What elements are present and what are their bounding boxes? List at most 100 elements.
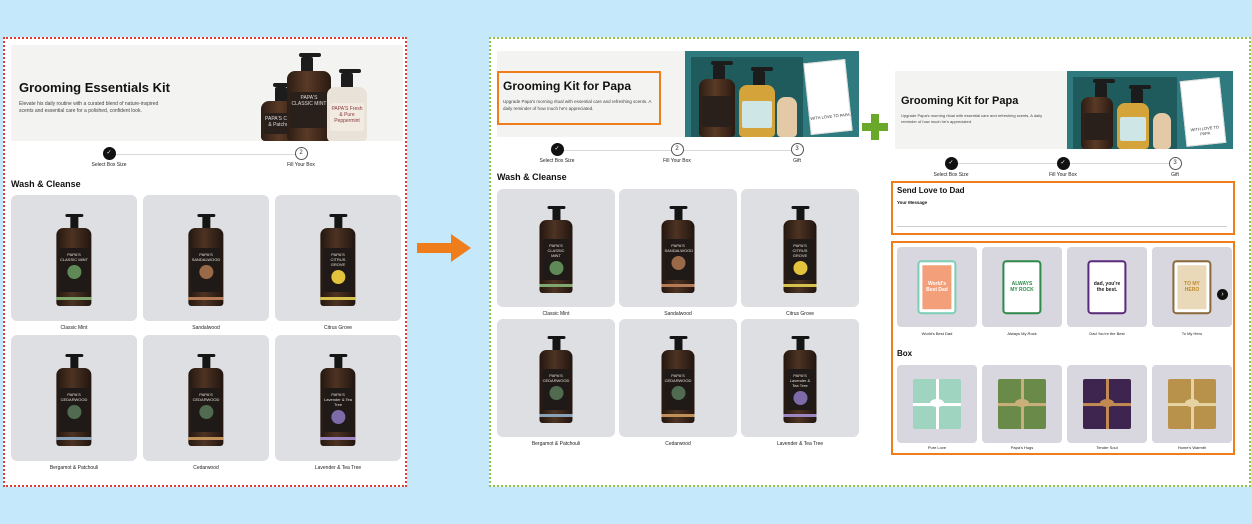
arrow-right-icon: [417, 234, 471, 262]
product-image: PAPA'S CEDARWOOD: [497, 319, 615, 437]
page-title: Grooming Kit for Papa: [503, 79, 632, 93]
page-description: Elevate his daily routine with a curated…: [19, 101, 159, 114]
hero-bottle: PAPA'S Fresh & Pure Peppermint: [327, 69, 367, 141]
greeting-card-art: ALWAYS MY ROCK: [1002, 260, 1042, 314]
product-card[interactable]: PAPA'S CITRUS GROVE Citrus Grove: [741, 189, 859, 317]
product-image: PAPA'S CEDARWOOD: [619, 319, 737, 437]
box-option[interactable]: [1152, 365, 1232, 443]
title-highlight: [497, 71, 661, 125]
after-panel: Grooming Kit for Papa Upgrade Papa's mor…: [489, 37, 1251, 487]
greeting-card-option[interactable]: TO MY HERO: [1152, 247, 1232, 327]
page-description: Upgrade Papa's morning ritual with essen…: [503, 99, 652, 111]
next-arrow-button[interactable]: ›: [1217, 289, 1228, 300]
product-image: PAPA'S Lavender & Tea Tree: [275, 335, 401, 461]
product-name: Bergamot & Patchouli: [49, 465, 99, 471]
box-option[interactable]: [982, 365, 1062, 443]
step-select-box-size[interactable]: ✓Select Box Size: [527, 143, 587, 164]
box-option[interactable]: [897, 365, 977, 443]
plus-icon: [862, 114, 888, 140]
box-section-title: Box: [897, 349, 913, 358]
greeting-card-name: To My Hero: [1181, 331, 1203, 336]
hero-banner: Grooming Kit for Papa Upgrade Papa's mor…: [895, 71, 1233, 149]
greeting-card-name: Always My Rock: [1007, 331, 1037, 336]
product-card[interactable]: PAPA'S CLASSIC MINT Classic Mint: [11, 195, 137, 331]
product-image: PAPA'S CEDARWOOD: [143, 335, 269, 461]
product-image: PAPA'S CLASSIC MINT: [11, 195, 137, 321]
before-panel: Grooming Essentials Kit Elevate his dail…: [3, 37, 407, 487]
product-card[interactable]: PAPA'S CLASSIC MINT Classic Mint: [497, 189, 615, 317]
gift-box-icon: [1083, 379, 1131, 429]
greeting-card-option[interactable]: World's Best Dad: [897, 247, 977, 327]
hero-banner: Grooming Essentials Kit Elevate his dail…: [11, 45, 403, 141]
check-icon: ✓: [1056, 157, 1070, 170]
gift-box-icon: [913, 379, 961, 429]
product-name: Citrus Grove: [323, 325, 353, 331]
product-name: Citrus Grove: [785, 311, 815, 317]
product-card[interactable]: PAPA'S CEDARWOOD Cedarwood: [619, 319, 737, 447]
greeting-card-name: World's Best Dad: [921, 331, 953, 336]
page-title: Grooming Kit for Papa: [901, 95, 1019, 107]
product-name: Bergamot & Patchouli: [531, 441, 581, 447]
box-name: Home's Warmth: [1177, 445, 1207, 450]
message-label: Your Message: [897, 200, 928, 205]
page-description: Upgrade Papa's morning ritual with essen…: [901, 113, 1043, 124]
gift-box-image: WITH LOVE TO PAPA: [685, 51, 859, 137]
product-card[interactable]: PAPA'S CEDARWOOD Cedarwood: [143, 335, 269, 471]
message-input[interactable]: [897, 207, 1227, 227]
step-fill-your-box[interactable]: ✓Fill Your Box: [1033, 157, 1093, 178]
step-select-box-size[interactable]: ✓Select Box Size: [921, 157, 981, 178]
section-title: Wash & Cleanse: [11, 179, 81, 189]
greeting-card-option[interactable]: ALWAYS MY ROCK: [982, 247, 1062, 327]
hero-banner: Grooming Kit for Papa Upgrade Papa's mor…: [497, 51, 859, 137]
product-name: Sandalwood: [664, 311, 692, 317]
check-icon: ✓: [102, 147, 116, 160]
box-option[interactable]: [1067, 365, 1147, 443]
page-title: Grooming Essentials Kit: [19, 80, 170, 95]
product-card[interactable]: PAPA'S SANDALWOOD Sandalwood: [143, 195, 269, 331]
product-image: PAPA'S CITRUS GROVE: [741, 189, 859, 307]
product-name: Classic Mint: [60, 325, 88, 331]
note-card: WITH LOVE TO PAPA: [1179, 77, 1227, 147]
product-image: PAPA'S CLASSIC MINT: [497, 189, 615, 307]
product-image: PAPA'S Lavender & Tea Tree: [741, 319, 859, 437]
message-section: Send Love to Dad Your Message: [891, 181, 1235, 235]
section-title: Wash & Cleanse: [497, 172, 567, 182]
product-name: Cedarwood: [193, 465, 219, 471]
product-image: PAPA'S SANDALWOOD: [619, 189, 737, 307]
greeting-card-art: dad, you're the best.: [1087, 260, 1127, 314]
product-name: Lavender & Tea Tree: [314, 465, 362, 471]
step-select-box-size[interactable]: ✓Select Box Size: [79, 147, 139, 168]
box-name: Papa's Hugs: [1010, 445, 1034, 450]
box-name: Pure Love: [927, 445, 947, 450]
message-section-title: Send Love to Dad: [897, 186, 965, 195]
product-image: PAPA'S SANDALWOOD: [143, 195, 269, 321]
product-name: Cedarwood: [665, 441, 691, 447]
gift-box-icon: [998, 379, 1046, 429]
check-icon: ✓: [944, 157, 958, 170]
product-name: Classic Mint: [542, 311, 570, 317]
note-card: WITH LOVE TO PAPA: [803, 59, 853, 135]
greeting-card-art: World's Best Dad: [917, 260, 957, 314]
product-card[interactable]: PAPA'S SANDALWOOD Sandalwood: [619, 189, 737, 317]
hero-bottle: PAPA'S CLASSIC MINT: [287, 53, 331, 141]
box-name: Tender Soul: [1096, 445, 1118, 450]
gift-box-image: WITH LOVE TO PAPA: [1067, 71, 1233, 149]
greeting-card-art: TO MY HERO: [1172, 260, 1212, 314]
product-name: Sandalwood: [192, 325, 220, 331]
greeting-card-option[interactable]: dad, you're the best.: [1067, 247, 1147, 327]
step-line: [115, 154, 305, 155]
product-name: Lavender & Tea Tree: [776, 441, 824, 447]
gift-box-icon: [1168, 379, 1216, 429]
product-card[interactable]: PAPA'S CEDARWOOD Bergamot & Patchouli: [497, 319, 615, 447]
